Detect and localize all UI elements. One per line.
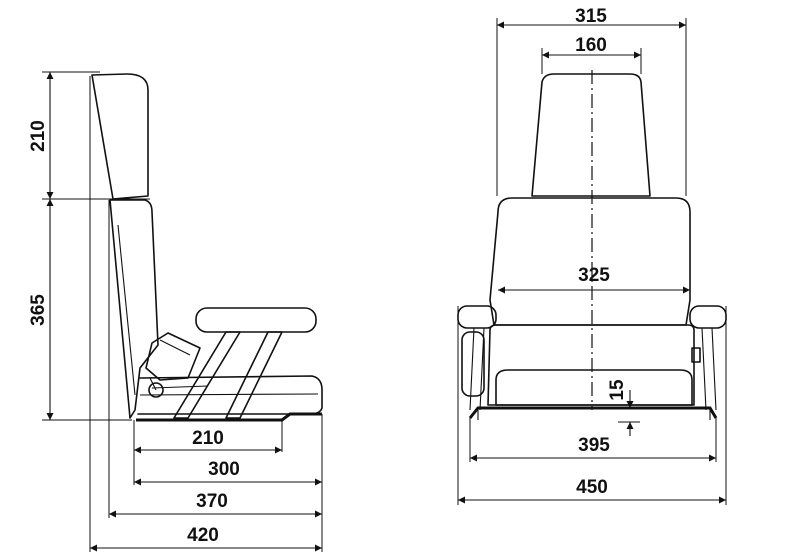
front-armrest-left-support <box>461 331 485 397</box>
side-base-plate <box>136 412 322 422</box>
side-pivot-line <box>159 339 191 356</box>
side-headrest <box>91 73 149 200</box>
side-frame-rail <box>151 385 209 389</box>
front-backrest-width-label: 325 <box>578 265 610 286</box>
side-seat-depth-label: 300 <box>208 459 240 480</box>
side-armrest-pad <box>195 307 317 333</box>
front-backrest <box>489 197 691 326</box>
side-armrest-support-front <box>173 331 241 419</box>
front-base-plate <box>468 406 718 419</box>
side-base-depth-label: 210 <box>192 428 224 449</box>
side-overall-depth-label: 420 <box>187 525 219 546</box>
side-backrest-height-label: 365 <box>28 294 49 326</box>
front-armrest-right-lever <box>691 347 701 363</box>
front-base-width-label: 395 <box>578 435 610 456</box>
front-headrest <box>531 73 651 197</box>
front-view: 315 160 325 395 450 15 <box>457 6 727 505</box>
front-armrest-right-pad <box>689 305 727 329</box>
side-seat-line <box>139 393 319 396</box>
front-armrest-left-pad <box>457 305 497 329</box>
side-pivot-block <box>145 332 201 381</box>
side-armrest-depth-label: 370 <box>196 491 228 512</box>
front-seat-cushion <box>487 324 695 406</box>
side-backrest-inner-line <box>117 224 136 396</box>
side-backrest <box>109 199 159 419</box>
side-pivot-bolt <box>148 382 164 398</box>
front-headrest-width-label: 160 <box>575 35 607 56</box>
front-step-height-label: 15 <box>607 379 628 401</box>
side-headrest-height-label: 210 <box>28 120 49 152</box>
front-overall-width-label: 450 <box>576 477 608 498</box>
side-armrest-support-rear <box>225 331 283 419</box>
front-seat-front-cushion <box>495 369 693 406</box>
side-view: 210 365 210 300 370 420 <box>28 71 323 552</box>
front-overall-back-width-label: 315 <box>575 6 607 27</box>
